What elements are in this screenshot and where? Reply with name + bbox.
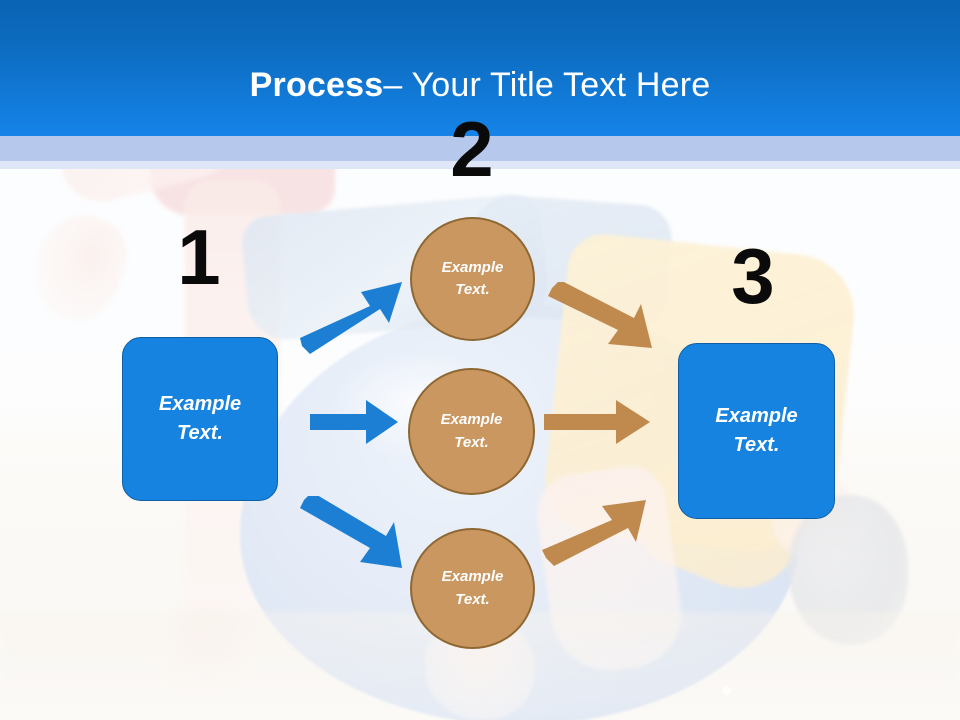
- end-box[interactable]: Example Text.: [678, 343, 835, 519]
- circle-bottom-line2: Text.: [455, 590, 490, 608]
- end-box-line1: Example: [715, 405, 798, 427]
- circle-middle-line2: Text.: [454, 433, 489, 451]
- step-number-2: 2: [450, 105, 494, 193]
- page-title-bold: Process: [249, 65, 384, 104]
- page-title-normal: – Your Title Text Here: [383, 65, 711, 104]
- arrow-start-to-middle-icon: [310, 400, 398, 444]
- circle-top[interactable]: Example Text.: [410, 217, 535, 341]
- step-number-1: 1: [177, 213, 221, 301]
- arrow-top-to-end-icon: [548, 282, 652, 348]
- circle-middle-line1: Example: [440, 411, 503, 428]
- start-box[interactable]: Example Text.: [122, 337, 278, 501]
- start-box-line2: Text.: [177, 422, 223, 444]
- step-number-3: 3: [731, 232, 775, 320]
- arrow-start-to-top-icon: [300, 282, 402, 354]
- circle-bottom[interactable]: Example Text.: [410, 528, 535, 649]
- circle-bottom-line1: Example: [441, 568, 504, 585]
- title-banner: [0, 0, 960, 136]
- end-box-line2: Text.: [733, 434, 780, 456]
- page-title: Process – Your Title Text Here: [0, 0, 960, 136]
- arrow-bottom-to-end-icon: [542, 500, 646, 566]
- accent-band-secondary: [0, 161, 960, 169]
- circle-middle[interactable]: Example Text.: [408, 368, 535, 495]
- arrow-middle-to-end-icon: [544, 400, 650, 444]
- circle-top-line1: Example: [441, 258, 504, 276]
- start-box-line1: Example: [158, 393, 242, 415]
- arrow-start-to-bottom-icon: [300, 496, 402, 568]
- circle-top-line2: Text.: [455, 281, 490, 298]
- accent-band-primary: [0, 136, 960, 161]
